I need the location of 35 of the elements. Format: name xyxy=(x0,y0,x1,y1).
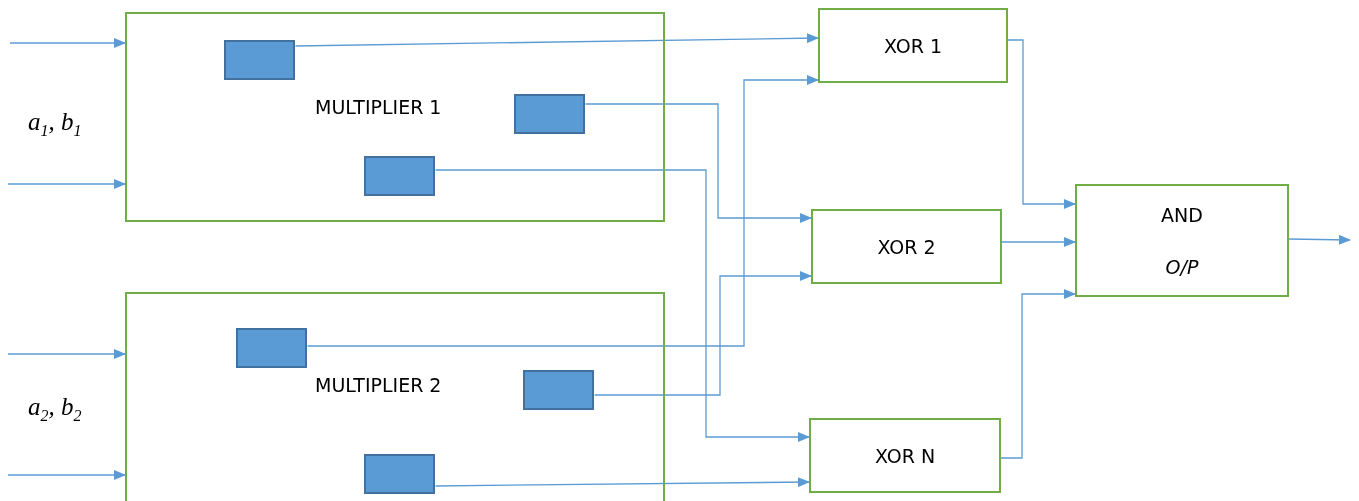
gate-label: AND xyxy=(1161,203,1203,226)
gate-label: XOR N xyxy=(874,444,936,467)
arrow xyxy=(1000,289,1076,459)
gate-label: O/P xyxy=(1165,255,1199,278)
arrow xyxy=(434,169,810,442)
arrow xyxy=(9,38,126,48)
arrow xyxy=(294,33,819,47)
xor-gate-box xyxy=(809,418,1001,493)
input-label: a$_{1}$, b$_{1}$ xyxy=(28,108,82,140)
gate-label: XOR 2 xyxy=(877,235,936,258)
and-gate-box xyxy=(1075,184,1289,297)
xor-gate-box xyxy=(818,8,1008,83)
output-block xyxy=(364,156,435,196)
multiplier-block xyxy=(125,12,665,222)
arrow xyxy=(584,103,812,223)
gate-label: XOR 1 xyxy=(883,34,943,57)
arrow xyxy=(434,477,810,488)
output-block xyxy=(224,40,295,80)
block-label: MULTIPLIER 2 xyxy=(315,374,442,396)
arrow xyxy=(1288,234,1351,245)
arrow xyxy=(7,179,126,189)
arrow xyxy=(306,75,819,347)
output-block xyxy=(364,454,435,494)
output-block xyxy=(236,328,307,368)
block-label: MULTIPLIER 1 xyxy=(315,96,442,118)
xor-gate-box xyxy=(811,209,1002,284)
arrow xyxy=(1001,237,1076,247)
arrow xyxy=(7,349,126,359)
input-label: a$_{2}$, b$_{2}$ xyxy=(28,393,82,425)
arrow xyxy=(593,271,812,396)
arrow xyxy=(1007,39,1076,209)
output-block xyxy=(523,370,594,410)
multiplier-block xyxy=(125,292,665,501)
arrow xyxy=(7,470,126,480)
output-block xyxy=(514,94,585,134)
